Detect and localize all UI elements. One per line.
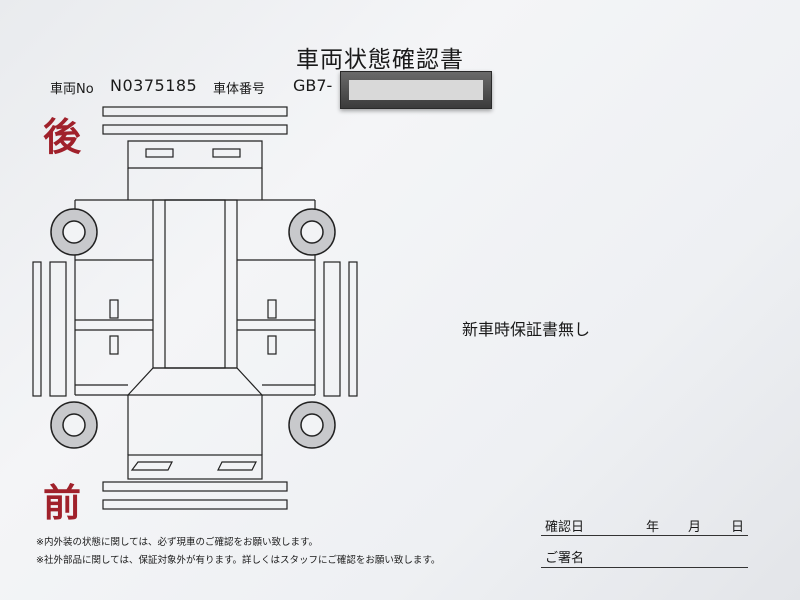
document-title: 車両状態確認書 [296,47,464,73]
left-skirt-outer [32,261,42,397]
redaction-sticker [340,71,492,109]
rear-bumper [102,106,288,117]
door-handle-fl [109,335,119,355]
vehicle-no-label: 車両No [50,82,94,97]
date-label: 確認日 [545,520,585,535]
roof-inner [164,199,226,369]
windshield [126,367,264,396]
year-label: 年 [646,520,660,535]
rear-panel [127,140,263,169]
headlight-left [130,461,173,471]
vehicle-no-value: N0375185 [110,76,198,95]
left-skirt-inner [49,261,67,397]
door-handle-fr [267,335,277,355]
note-interior-exterior: ※内外装の状態に関しては、必ず現車のご確認をお願い致します。 [36,537,319,548]
rear-bumper-lower [102,124,288,135]
front-label: 前 [43,480,82,525]
chassis-no-value: GB7- [293,76,333,95]
front-panel [127,454,263,480]
month-label: 月 [688,520,702,535]
wheel-rear-right [288,208,336,256]
confirmation-date-row: 確認日 年 月 日 [541,516,748,536]
wheel-rear-left [50,208,98,256]
door-handle-rl [109,299,119,319]
headlight-right [217,461,257,471]
front-bumper [102,481,288,492]
right-skirt-inner [323,261,341,397]
roof-panel [152,199,238,369]
wheel-front-right [288,401,336,449]
note-aftermarket-parts: ※社外部品に関しては、保証対象外が有ります。詳しくはスタッフにご確認をお願い致し… [36,555,441,566]
day-label: 日 [731,520,745,535]
signature-label: ご署名 [545,551,585,566]
signature-row: ご署名 [541,545,748,568]
right-skirt-outer [348,261,358,397]
front-bumper-lower [102,499,288,510]
wheel-front-left [50,401,98,449]
rear-light-right [212,148,241,158]
door-handle-rr [267,299,277,319]
rear-label: 後 [43,114,82,159]
rear-light-left [145,148,174,158]
remark-text: 新車時保証書無し [462,320,591,339]
chassis-no-label: 車体番号 [213,82,266,97]
